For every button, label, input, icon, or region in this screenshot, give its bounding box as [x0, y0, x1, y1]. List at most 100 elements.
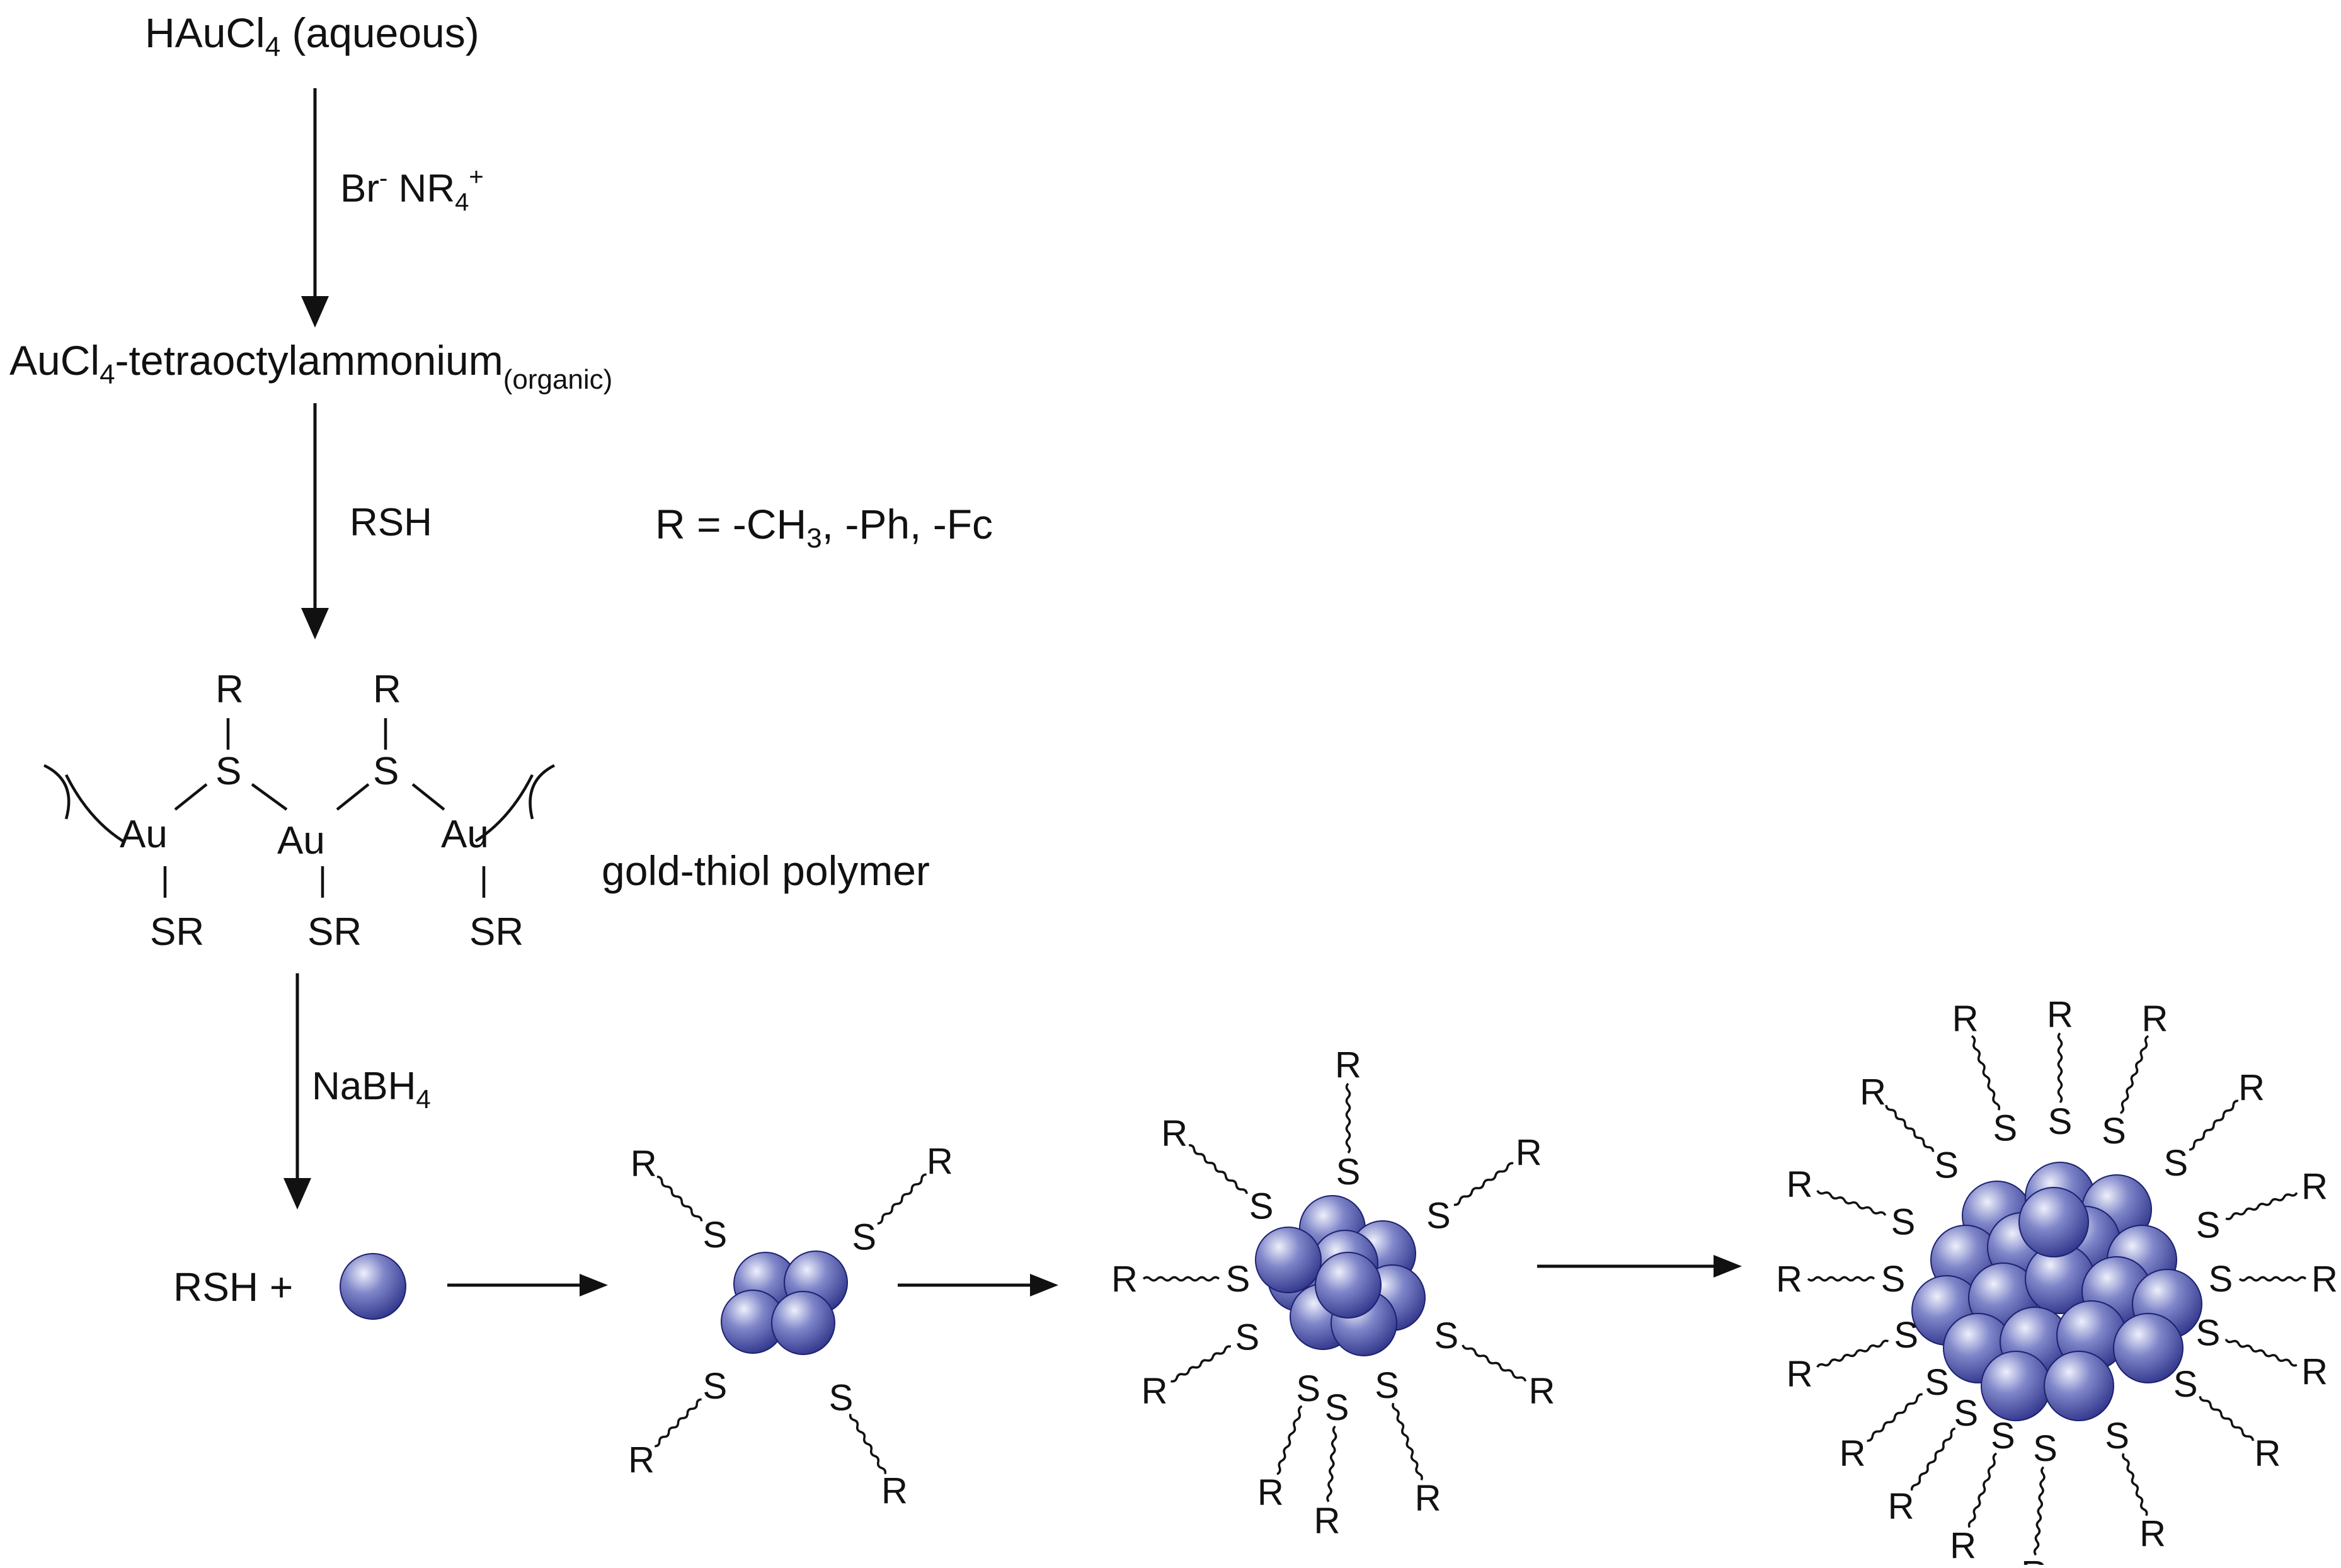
r-group-label: R — [1257, 1472, 1284, 1513]
r-group-label: R — [1528, 1371, 1555, 1412]
thiol-chain — [2224, 1338, 2298, 1367]
r-group-label: R — [927, 1141, 953, 1182]
reagent-rsh: RSH — [350, 501, 432, 544]
r-group-label: R — [1516, 1132, 1542, 1173]
r-group-label: R — [1950, 1525, 1976, 1565]
r-group-label: R — [1787, 1353, 1813, 1394]
sulfur-label: S — [2209, 1259, 2233, 1300]
r-group-label: R — [1776, 1259, 1802, 1300]
gold-atom-sphere — [340, 1253, 406, 1320]
reagent-nabh4: NaBH4 — [312, 1065, 431, 1114]
thiol-chain — [1462, 1344, 1527, 1382]
thiol-chain — [2057, 1032, 2063, 1104]
r-group-label: R — [1142, 1371, 1168, 1412]
thiol-chain — [1170, 1345, 1232, 1383]
polymer-sr-label-3: SR — [469, 910, 524, 954]
arrow-growth-3 — [1537, 1255, 1742, 1278]
r-group-label: R — [2139, 1513, 2166, 1554]
thiol-chain — [656, 1176, 703, 1222]
r-group-label: R — [1888, 1485, 1915, 1526]
sulfur-label: S — [1434, 1315, 1459, 1356]
r-group-label: R — [2047, 994, 2073, 1035]
thiol-chain — [655, 1398, 702, 1448]
polymer-au-label-1: Au — [120, 813, 168, 856]
r-group-label: R — [628, 1439, 655, 1480]
thiol-chain — [1345, 1082, 1351, 1154]
r-group-label: R — [881, 1470, 908, 1511]
thiol-chain — [2122, 1453, 2148, 1516]
sulfur-label: S — [852, 1216, 876, 1257]
sulfur-label: S — [1426, 1196, 1451, 1237]
gold-atom-sphere — [2018, 1187, 2089, 1257]
r-group-label: R — [2238, 1067, 2265, 1108]
sulfur-label: S — [2033, 1428, 2058, 1469]
sulfur-label: S — [1881, 1259, 1906, 1300]
r-group-label: R — [2301, 1351, 2328, 1392]
thiol-chain — [1276, 1405, 1303, 1475]
r-group-label: R — [1314, 1501, 1340, 1542]
arrow-step-3 — [283, 973, 311, 1210]
r-group-label: R — [631, 1143, 657, 1184]
thiol-chain — [1326, 1425, 1337, 1502]
sulfur-label: S — [829, 1378, 854, 1419]
thiol-chain — [1971, 1035, 2001, 1111]
sulfur-label: S — [1993, 1107, 2017, 1148]
thiol-chain — [1142, 1276, 1220, 1282]
thiol-chain — [2238, 1276, 2307, 1282]
sulfur-label: S — [1296, 1368, 1320, 1409]
r-group-label: R — [1111, 1259, 1138, 1300]
thiol-chain — [2119, 1035, 2149, 1114]
thiol-chain — [2189, 1099, 2238, 1151]
thiol-chain — [1392, 1402, 1423, 1481]
r-group-definition: R = -CH3, -Ph, -Fc — [655, 501, 993, 554]
polymer-atom-labels: R R S S Au Au Au SR SR SR — [120, 668, 524, 954]
sulfur-label: S — [2102, 1111, 2126, 1152]
r-group-label: R — [1860, 1072, 1886, 1113]
thiol-chain — [1816, 1339, 1889, 1368]
sulfur-label: S — [1226, 1259, 1251, 1300]
arrow-step-1 — [301, 88, 329, 328]
sulfur-label: S — [2196, 1313, 2221, 1354]
sulfur-label: S — [2173, 1364, 2198, 1405]
intermediate-compound-label: AuCl4-tetraoctylammonium(organic) — [9, 337, 612, 395]
sulfur-label: S — [2164, 1143, 2189, 1184]
r-group-label: R — [1415, 1478, 1441, 1519]
sulfur-label: S — [1235, 1317, 1259, 1358]
product-start-label: RSH + — [173, 1264, 293, 1310]
polymer-r-label-2: R — [373, 668, 401, 711]
thiol-chain — [1867, 1393, 1923, 1442]
r-group-label: R — [2142, 999, 2168, 1039]
polymer-sr-label-1: SR — [150, 910, 204, 954]
polymer-caption: gold-thiol polymer — [602, 847, 930, 894]
sulfur-label: S — [1991, 1416, 2015, 1456]
sulfur-label: S — [1336, 1152, 1361, 1193]
gold-atom-sphere — [1981, 1351, 2051, 1421]
r-group-label: R — [2301, 1166, 2328, 1207]
sulfur-label: S — [2196, 1205, 2221, 1245]
thiol-chain — [1816, 1189, 1887, 1216]
sulfur-label: S — [1891, 1201, 1916, 1242]
gold-thiol-polymer-structure — [43, 718, 556, 898]
r-group-label: R — [1787, 1164, 1813, 1205]
sulfur-label: S — [1249, 1186, 1274, 1227]
sulfur-label: S — [2105, 1416, 2129, 1456]
r-group-label: R — [2254, 1433, 2281, 1474]
arrow-step-2 — [301, 403, 329, 639]
reagent-bromide-ammonium: Br- NR4+ — [340, 163, 484, 216]
gold-atom-sphere — [1315, 1252, 1382, 1319]
thiol-chain — [2199, 1396, 2255, 1441]
arrow-growth-1 — [447, 1274, 608, 1296]
thiol-chain — [1967, 1452, 1998, 1528]
sulfur-label: S — [2048, 1101, 2073, 1142]
gold-atom-sphere — [1255, 1227, 1322, 1293]
thiol-chain — [2225, 1192, 2298, 1220]
thiol-chain — [1807, 1276, 1875, 1282]
start-compound-label: HAuCl4 (aqueous) — [145, 9, 479, 62]
polymer-s-label-1: S — [215, 750, 241, 793]
sulfur-label: S — [702, 1215, 727, 1256]
arrow-growth-2 — [898, 1274, 1058, 1296]
gold-atom-sphere — [2044, 1351, 2114, 1421]
r-group-label: R — [1840, 1433, 1866, 1474]
